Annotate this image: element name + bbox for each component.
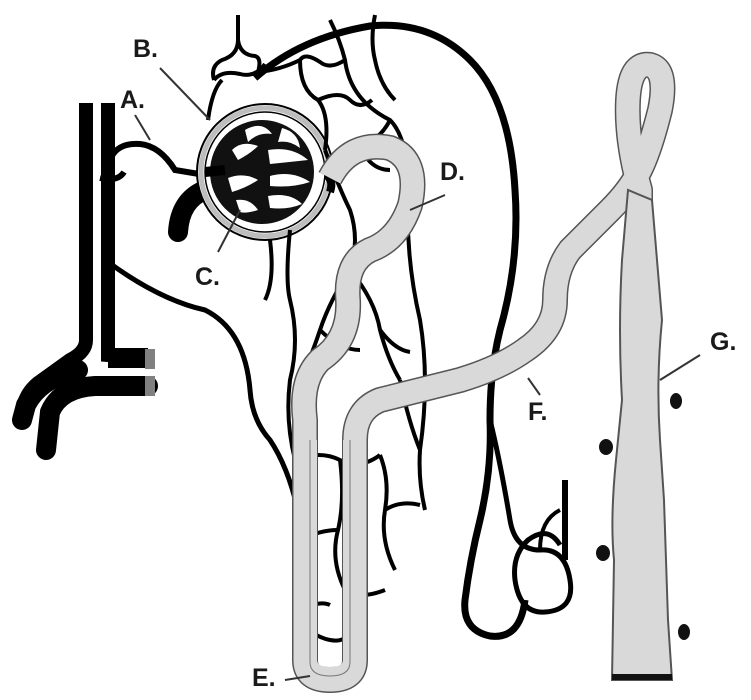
label-d: D.: [440, 158, 465, 186]
loop-of-henle-thin-limb-outline: [309, 440, 351, 677]
vessel-branch: [99, 170, 127, 183]
label-e: E.: [252, 664, 276, 692]
proximal-tubule-lumen: [292, 53, 674, 692]
vessel-cut-end-1: [145, 349, 155, 369]
vessel-cut-end-2: [145, 376, 155, 396]
label-a: A.: [120, 86, 145, 114]
glomerulus: [210, 120, 314, 224]
arcuate-vessel-3: [12, 360, 88, 430]
label-f: F.: [528, 398, 548, 426]
leader-line-b: [159, 67, 211, 121]
leader-line-d: [409, 194, 446, 211]
leader-line-a: [134, 114, 151, 141]
leader-line-c: [217, 209, 241, 253]
collecting-duct: [596, 188, 690, 681]
duct-tributary-3: [596, 545, 610, 561]
loop-of-henle-thin-limb: [311, 440, 349, 674]
collecting-duct-cut-end: [612, 674, 672, 680]
leader-line-g: [659, 354, 701, 381]
duct-tributary-2: [599, 439, 613, 455]
renal-corpuscle: [196, 103, 336, 241]
leader-line-e: [284, 675, 311, 681]
label-b: B.: [133, 35, 158, 63]
glomerular-capillary-loops: [228, 125, 310, 213]
label-c: C.: [195, 263, 220, 291]
afferent-arteriole: [105, 140, 206, 178]
duct-tributary-4: [678, 624, 690, 640]
collecting-duct-body: [610, 188, 674, 681]
leader-line-f: [527, 377, 541, 396]
arcuate-vessel-2: [36, 376, 158, 460]
leader-lines: [134, 67, 701, 681]
duct-tributary-1: [670, 393, 682, 409]
cortical-radiate-vessel: [106, 259, 303, 521]
vascular-pole: [204, 165, 226, 177]
label-g: G.: [710, 328, 737, 356]
nephron-tubule: [291, 51, 676, 693]
interlobular-artery-vein: [12, 103, 158, 460]
afferent-arteriole-vessel: [105, 140, 206, 178]
